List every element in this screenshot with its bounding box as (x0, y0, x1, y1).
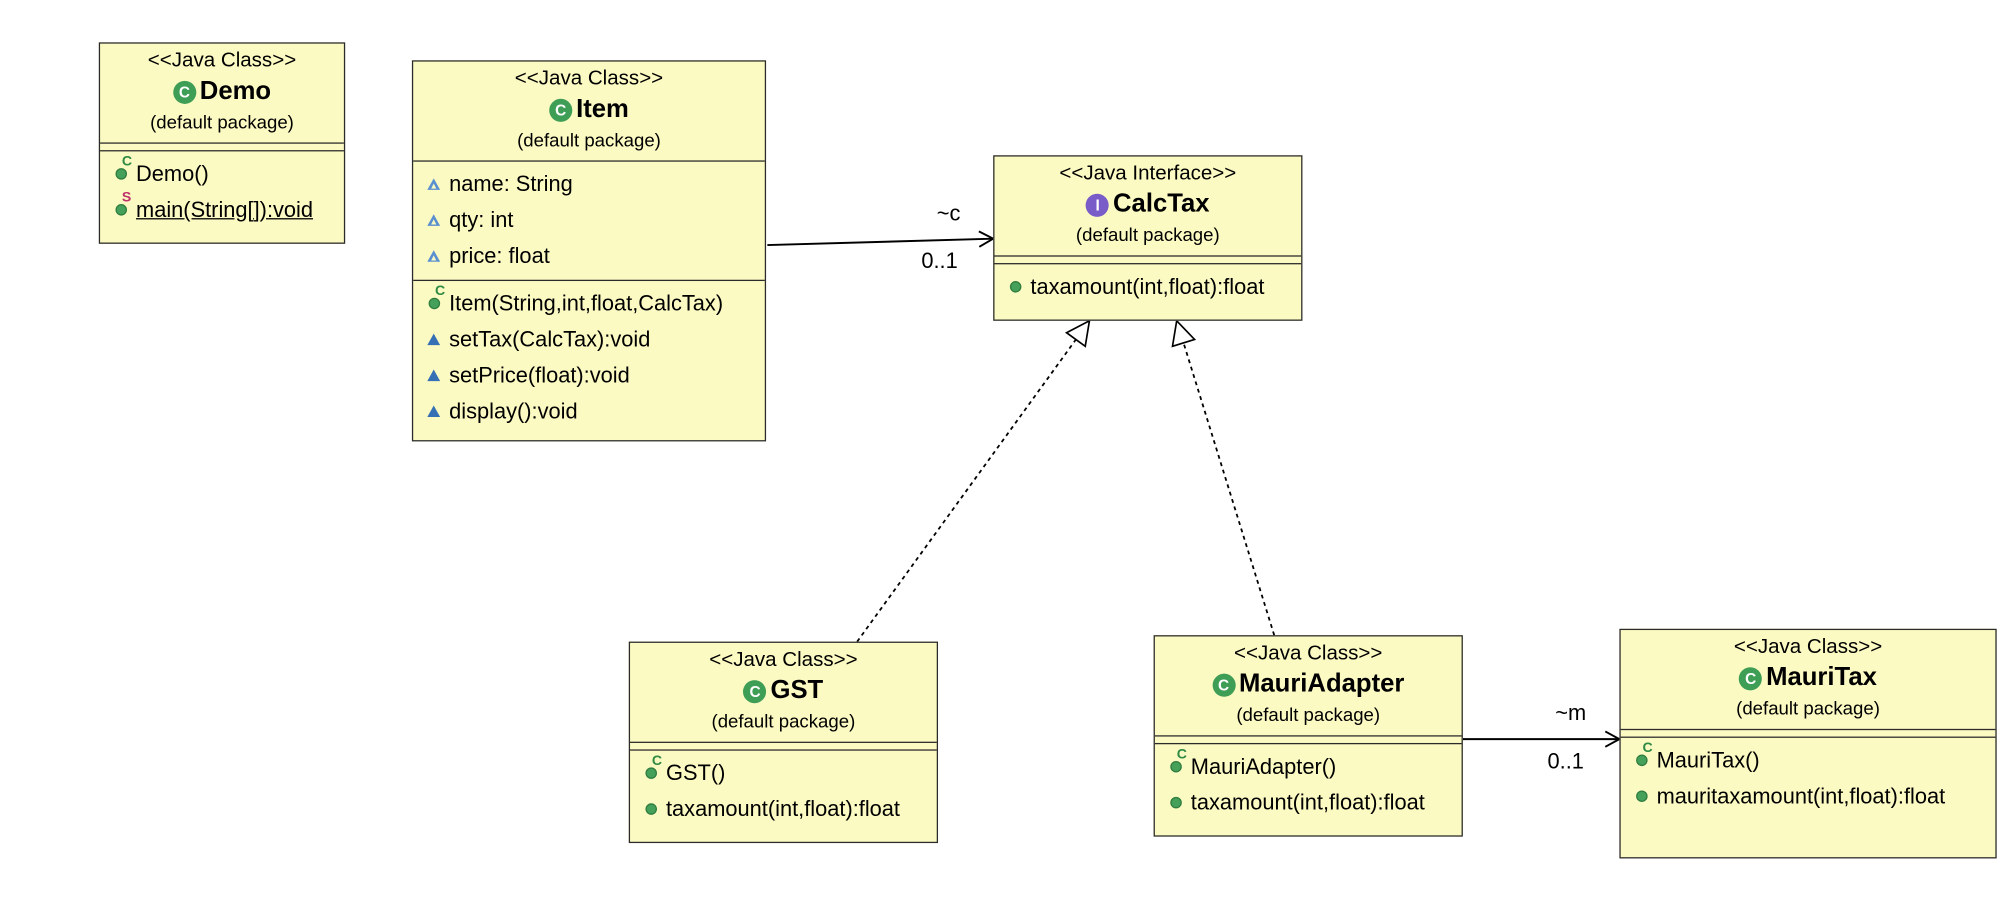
package-label: (default package) (1736, 699, 1880, 720)
public-constructor-icon: C (643, 754, 666, 782)
public-static-method-icon: S (113, 191, 136, 218)
association-role-label: ~m (1555, 700, 1587, 726)
realization-mauriadapter-calctax (1171, 319, 1276, 636)
class-name: Demo (199, 76, 272, 106)
public-method-icon (643, 799, 666, 817)
class-icon: C (1212, 673, 1236, 697)
package-label: (default package) (517, 130, 661, 152)
interface-icon: I (1086, 193, 1110, 217)
public-constructor-icon: C (113, 155, 136, 182)
methods-compartment: taxamount(int,float):float (994, 264, 1301, 310)
stereotype-label: <<Java Class>> (709, 649, 858, 672)
method-row[interactable]: taxamount(int,float):float (1007, 269, 1301, 305)
package-field-icon (426, 175, 449, 193)
class-icon: C (172, 80, 196, 104)
field-row[interactable]: qty: int (426, 203, 765, 239)
attributes-compartment (100, 142, 344, 150)
method-row[interactable]: display():void (426, 394, 765, 430)
class-name: MauriAdapter (1238, 669, 1405, 699)
attributes-compartment (1620, 728, 1996, 737)
package-method-icon (426, 402, 449, 420)
public-method-icon (1168, 793, 1191, 811)
package-field-icon (426, 246, 449, 264)
class-name: Item (576, 94, 629, 124)
package-field-icon (426, 210, 449, 228)
class-name: GST (770, 676, 824, 705)
public-method-icon (1007, 277, 1030, 295)
attributes-compartment (630, 741, 937, 750)
field-row[interactable]: price: float (426, 239, 765, 275)
package-label: (default package) (711, 712, 856, 733)
public-constructor-icon: C (1168, 747, 1191, 775)
method-row[interactable]: mauritaxamount(int,float):float (1634, 779, 1996, 815)
attributes-compartment (1154, 735, 1462, 743)
class-icon: C (549, 98, 573, 122)
package-method-icon (426, 366, 449, 384)
attributes-compartment (994, 255, 1302, 263)
package-label: (default package) (1236, 705, 1381, 727)
fields-compartment: name: String qty: int price: float (413, 162, 765, 280)
public-constructor-icon: C (426, 284, 449, 312)
package-method-icon (426, 330, 449, 348)
public-constructor-icon: C (1634, 741, 1657, 769)
association-multiplicity-label: 0..1 (1547, 749, 1584, 774)
class-name: MauriTax (1766, 663, 1877, 692)
public-method-icon (1634, 787, 1657, 805)
method-row[interactable]: setTax(CalcTax):void (426, 322, 765, 358)
stereotype-label: <<Java Interface>> (1059, 162, 1237, 185)
class-icon: C (743, 680, 767, 704)
method-row[interactable]: taxamount(int,float):float (643, 792, 937, 828)
package-label: (default package) (150, 112, 294, 134)
field-row[interactable]: name: String (426, 167, 765, 203)
package-label: (default package) (1075, 225, 1220, 247)
association-role-label: ~c (936, 201, 961, 226)
stereotype-label: <<Java Class>> (147, 50, 297, 72)
realization-gst-calctax (856, 319, 1091, 643)
association-item-calctax (767, 230, 996, 248)
stereotype-label: <<Java Class>> (1733, 636, 1883, 659)
stereotype-label: <<Java Class>> (1234, 642, 1383, 665)
class-icon: C (1739, 667, 1763, 691)
method-row[interactable]: taxamount(int,float):float (1168, 785, 1462, 821)
stereotype-label: <<Java Class>> (514, 68, 664, 90)
method-row[interactable]: setPrice(float):void (426, 358, 765, 394)
association-multiplicity-label: 0..1 (921, 248, 958, 274)
interface-name: CalcTax (1113, 189, 1210, 219)
